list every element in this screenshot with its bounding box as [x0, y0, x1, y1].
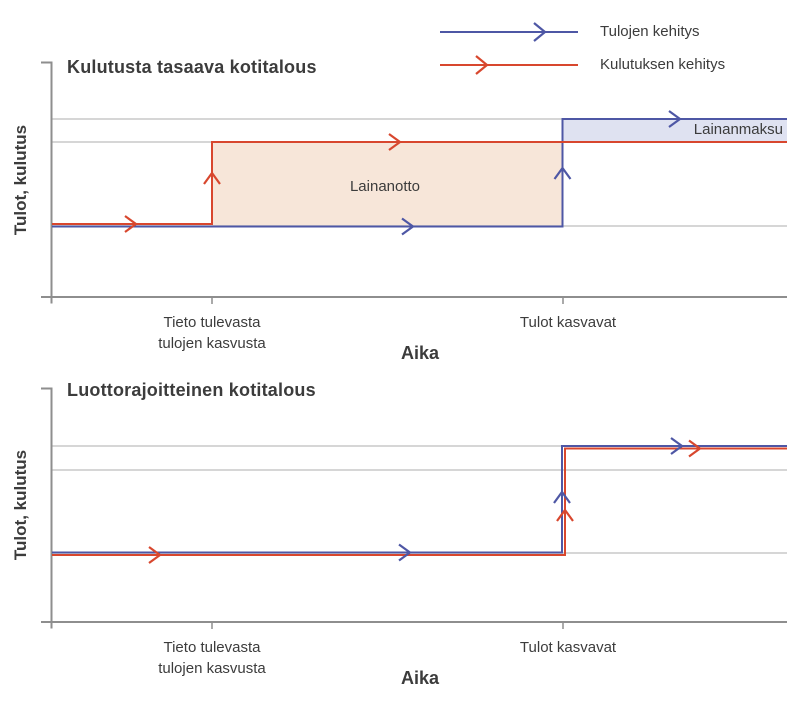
- arrow-right-icon: [668, 110, 682, 128]
- panel2-y-axis-label: Tulot, kulutus: [11, 449, 30, 561]
- arrow-right-icon: [148, 546, 162, 564]
- arrow-right-icon: [688, 439, 702, 458]
- panel1-title: Kulutusta tasaava kotitalous: [67, 57, 317, 77]
- panel1-tick-label-news: Tieto tulevasta tulojen kasvusta: [158, 312, 266, 354]
- repayment-area: [562, 119, 787, 142]
- panel2-tick-label-news: Tieto tulevasta tulojen kasvusta: [158, 637, 266, 679]
- tick-line: Tieto tulevasta: [163, 639, 261, 656]
- arrow-right-icon: [124, 215, 138, 233]
- legend-label-consumption: Kulutuksen kehitys: [600, 56, 726, 73]
- arrow-up-icon: [203, 171, 221, 185]
- panel2-income-arrow-icons: [398, 437, 684, 562]
- panel1-axes: [41, 61, 787, 304]
- arrow-right-icon: [401, 217, 415, 236]
- panel2-axes: [41, 387, 787, 629]
- legend-consumption-sample: [440, 55, 578, 75]
- tick-line: tulojen kasvusta: [158, 335, 266, 352]
- panel2-consumption-line: [52, 447, 787, 556]
- panel1-tick-label-income-rises: Tulot kasvavat: [519, 314, 617, 331]
- arrow-up-icon: [556, 508, 574, 522]
- repayment-area-label: Lainanmaksu: [693, 121, 783, 138]
- panel2-x-axis-label: Aika: [400, 668, 440, 688]
- legend-label-income: Tulojen kehitys: [600, 23, 700, 40]
- panel2-tick-label-income-rises: Tulot kasvavat: [519, 639, 617, 656]
- panel2-title: Luottorajoitteinen kotitalous: [67, 380, 316, 400]
- panel1-x-axis-label: Aika: [400, 343, 440, 363]
- borrowing-area-label: Lainanotto: [349, 178, 421, 195]
- panel1-income-line: [52, 118, 787, 228]
- arrow-right-icon: [388, 133, 402, 151]
- legend-income-sample: [440, 22, 578, 42]
- panel2-gridlines: [52, 445, 787, 554]
- panel1-y-axis-label: Tulot, kulutus: [11, 124, 30, 236]
- arrow-up-icon: [553, 166, 572, 180]
- arrow-up-icon: [553, 490, 571, 504]
- panel2-consumption-arrow-icons: [148, 439, 702, 564]
- tick-line: tulojen kasvusta: [158, 660, 266, 677]
- arrow-right-icon: [398, 543, 412, 562]
- tick-line: Tieto tulevasta: [163, 314, 261, 331]
- borrowing-area: [212, 142, 563, 227]
- panel1-income-arrow-icons: [401, 110, 682, 236]
- arrow-right-icon: [670, 437, 684, 455]
- panel2-income-line: [52, 445, 787, 554]
- panel1-consumption-line: [52, 141, 787, 225]
- arrow-right-icon: [533, 22, 547, 42]
- arrow-right-icon: [475, 55, 489, 75]
- panel1-consumption-arrow-icons: [124, 133, 402, 233]
